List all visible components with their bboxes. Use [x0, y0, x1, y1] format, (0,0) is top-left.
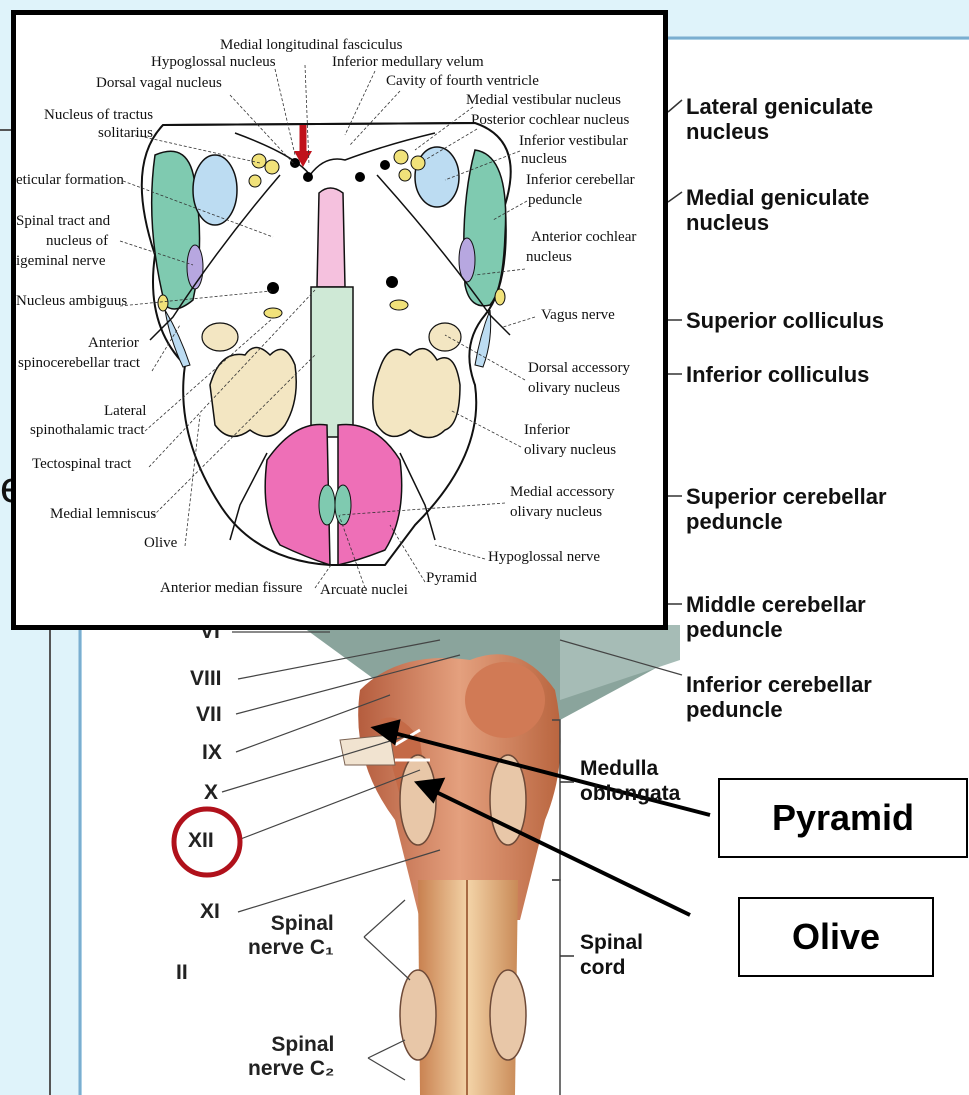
inset-label-lat-spinothalamic-1: Lateral: [104, 403, 146, 419]
inset-label-inferior-olivary-2: olivary nucleus: [524, 442, 616, 458]
inset-label-ant-spinocerebellar-2: spinocerebellar tract: [18, 355, 140, 371]
label-spinal-nerve-c1: Spinal nerve C₁: [248, 912, 334, 960]
inset-label-spinal-tract-3: igeminal nerve: [16, 253, 106, 269]
inset-label-pyramid: Pyramid: [426, 570, 477, 586]
inset-label-vagus: Vagus nerve: [541, 307, 615, 323]
inset-label-inferior-medullary-velum: Inferior medullary velum: [332, 54, 484, 70]
inset-label-anterior-cochlear-2: nucleus: [526, 249, 572, 265]
inset-label-reticular: eticular formation: [16, 172, 124, 188]
inset-label-medial-lemniscus: Medial lemniscus: [50, 506, 156, 522]
inset-label-anterior-cochlear-1: Anterior cochlear: [531, 229, 636, 245]
label-spinal-nerve-c2: Spinal nerve C₂: [248, 1033, 334, 1081]
inset-label-hypoglossal-nerve: Hypoglossal nerve: [488, 549, 600, 565]
inset-label-ant-spinocerebellar-1: Anterior: [88, 335, 139, 351]
inset-label-spinal-tract-1: Spinal tract and: [16, 213, 110, 229]
inset-label-posterior-cochlear: Posterior cochlear nucleus: [471, 112, 629, 128]
inset-label-inferior-cerebellar-2: peduncle: [528, 192, 582, 208]
callout-pyramid: Pyramid: [718, 778, 968, 858]
inset-label-inferior-vestibular-2: nucleus: [521, 151, 567, 167]
nerve-label-xii: XII: [188, 829, 214, 853]
nerve-label-xi: XI: [200, 900, 220, 924]
inset-label-medial-vestibular: Medial vestibular nucleus: [466, 92, 621, 108]
inset-label-tractus-solitarius-2: solitarius: [98, 125, 153, 141]
inset-label-mlf: Medial longitudinal fasciculus: [220, 37, 402, 53]
inset-label-inferior-vestibular-1: Inferior vestibular: [519, 133, 628, 149]
inset-label-dorsal-accessory-1: Dorsal accessory: [528, 360, 630, 376]
inset-label-ambiguus: Nucleus ambiguus: [16, 293, 127, 309]
callout-olive: Olive: [738, 897, 934, 977]
nerve-label-ix: IX: [202, 741, 222, 765]
inset-label-olive: Olive: [144, 535, 177, 551]
inset-label-arcuate: Arcuate nuclei: [320, 582, 408, 598]
inset-label-medial-accessory-1: Medial accessory: [510, 484, 615, 500]
inset-label-dorsal-vagal: Dorsal vagal nucleus: [96, 75, 222, 91]
inset-label-anterior-median-fissure: Anterior median fissure: [160, 580, 302, 596]
inset-label-spinal-tract-2: nucleus of: [46, 233, 108, 249]
inset-label-tractus-solitarius-1: Nucleus of tractus: [44, 107, 153, 123]
inset-label-dorsal-accessory-2: olivary nucleus: [528, 380, 620, 396]
inset-cross-section: Medial longitudinal fasciculus Hypogloss…: [11, 10, 668, 630]
inset-label-inferior-olivary-1: Inferior: [524, 422, 570, 438]
nerve-label-x: X: [204, 781, 218, 805]
inset-label-inferior-cerebellar-1: Inferior cerebellar: [526, 172, 635, 188]
nerve-label-ii: II: [176, 961, 188, 985]
inset-label-lat-spinothalamic-2: spinothalamic tract: [30, 422, 145, 438]
nerve-label-vii: VII: [196, 703, 222, 727]
inset-label-cavity: Cavity of fourth ventricle: [386, 73, 539, 89]
inset-label-medial-accessory-2: olivary nucleus: [510, 504, 602, 520]
nerve-label-viii: VIII: [190, 667, 222, 691]
inset-label-tectospinal: Tectospinal tract: [32, 456, 131, 472]
inset-label-hypoglossal-nucleus: Hypoglossal nucleus: [151, 54, 276, 70]
